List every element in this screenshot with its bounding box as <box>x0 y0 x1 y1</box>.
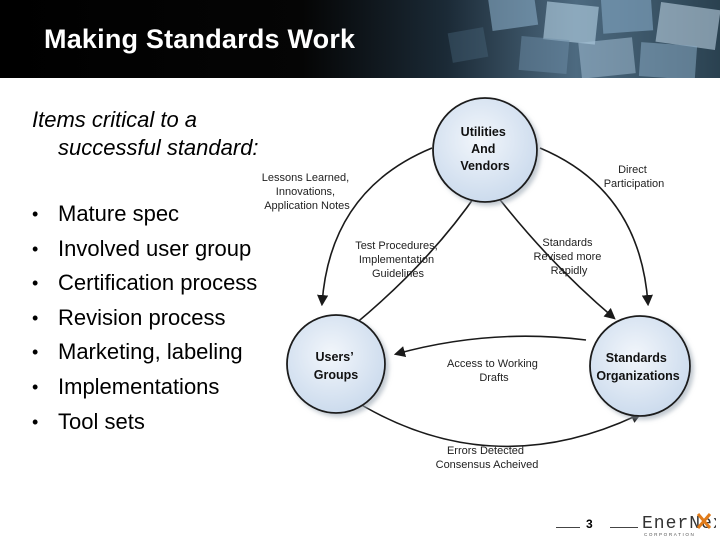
node-utilities-vendors: Utilities And Vendors <box>432 97 538 203</box>
svg-text:Standards Organizations: Standards Organizations <box>596 351 679 383</box>
page-number: 3 <box>586 517 593 531</box>
edge-label-direct: Direct Participation <box>604 164 665 190</box>
svg-text:Utilities And Vend: Utilities And Vendors <box>460 125 509 173</box>
bullet-item: Involved user group <box>32 232 257 267</box>
node-users-groups: Users’ Groups <box>286 314 386 414</box>
arrow-utilities-to-users <box>317 147 433 307</box>
node-label: Organizations <box>596 369 679 383</box>
arrow-errors-detected <box>349 397 643 448</box>
edge-label-revised: Standards Revised more Rapidly <box>534 237 605 277</box>
svg-text:Users’ Groups: Users’ Groups <box>314 350 358 382</box>
arrow-utilities-to-standards <box>539 147 653 307</box>
edge-label-lessons: Lessons Learned, Innovations, Applicatio… <box>262 172 353 212</box>
node-label: Groups <box>314 368 358 382</box>
title-bar: Making Standards Work <box>0 0 720 78</box>
bullet-item: Revision process <box>32 301 257 336</box>
arrow-test-procedures <box>353 190 480 326</box>
edge-label-errors: Errors Detected Consensus Acheived <box>436 445 539 471</box>
slide-title: Making Standards Work <box>44 24 356 54</box>
footer-rule-right <box>610 527 638 528</box>
node-label: Utilities <box>461 125 506 139</box>
bullet-list: Mature spec Involved user group Certific… <box>32 197 257 439</box>
header-photo-collage <box>447 0 720 78</box>
edge-label-access: Access to Working Drafts <box>447 358 541 384</box>
intro-text: Items critical to a successful standard: <box>32 107 259 160</box>
footer-rule-left <box>556 527 580 528</box>
node-label: Standards <box>606 351 667 365</box>
bullet-item: Mature spec <box>32 197 257 232</box>
enernex-logo: EnerNex CORPORATION <box>642 513 716 537</box>
node-standards-organizations: Standards Organizations <box>589 315 691 417</box>
bullet-item: Marketing, labeling <box>32 335 257 370</box>
arrow-access-drafts <box>393 335 587 358</box>
node-label: Vendors <box>460 159 509 173</box>
bullet-item: Tool sets <box>32 405 257 440</box>
node-label: And <box>471 142 495 156</box>
bullet-item: Implementations <box>32 370 257 405</box>
bullet-item: Certification process <box>32 266 257 301</box>
edge-label-test: Test Procedures, Implementation Guidelin… <box>355 240 441 280</box>
arrow-standards-revised <box>493 191 616 320</box>
logo-tagline: CORPORATION <box>644 532 695 537</box>
node-label: Users’ <box>315 350 353 364</box>
logo-wordmark: EnerNex <box>642 514 716 534</box>
